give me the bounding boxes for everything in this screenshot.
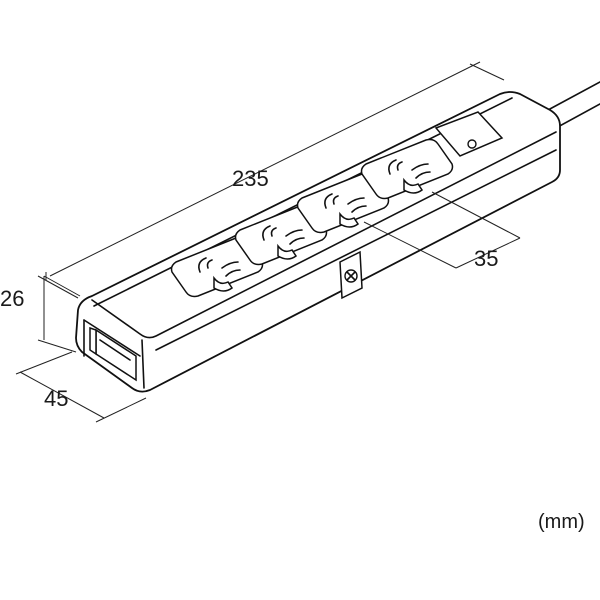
end-face: [83, 319, 141, 357]
outlet-pitch-label: 35: [474, 246, 498, 271]
unit-label: (mm): [538, 511, 585, 533]
dimension-length: [43, 61, 505, 297]
outlet-4: [360, 138, 454, 200]
dimension-outlet-pitch: [363, 191, 521, 269]
screw-mount-bracket: [339, 250, 363, 300]
rocker-switch: [89, 326, 137, 382]
power-cord: [547, 81, 600, 129]
dimension-width: [15, 351, 147, 423]
outlet-1: [170, 236, 264, 298]
width-label: 45: [44, 386, 68, 411]
indicator-light: [434, 111, 504, 157]
height-label: 26: [0, 286, 24, 311]
length-label: 235: [232, 166, 269, 191]
dimension-height: [37, 275, 79, 353]
